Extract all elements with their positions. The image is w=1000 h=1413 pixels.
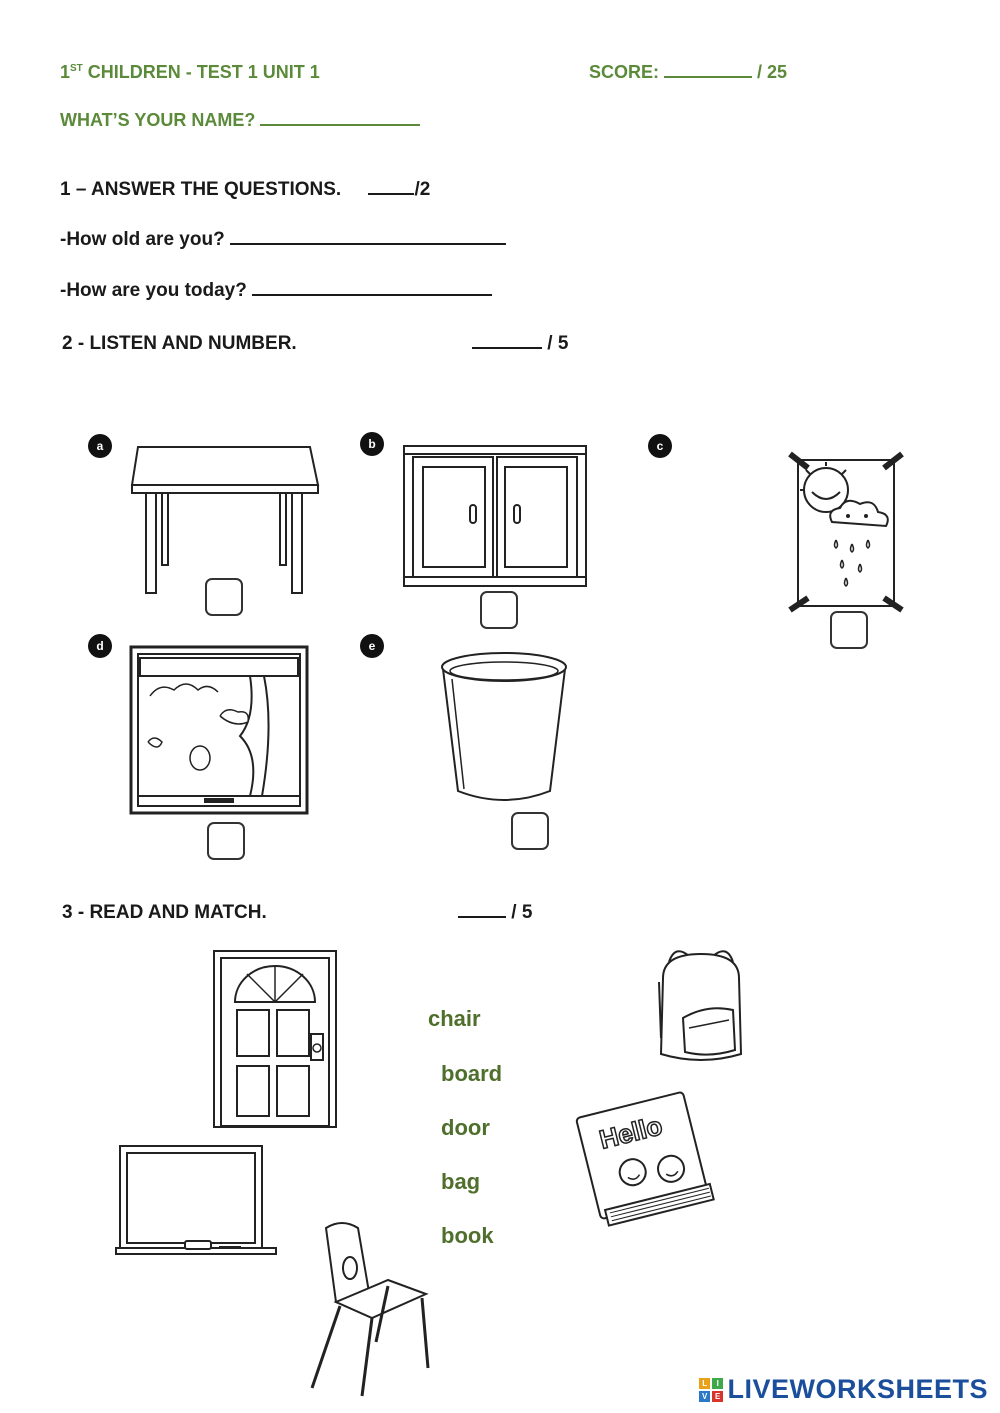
answer-age-blank[interactable] xyxy=(229,243,506,245)
name-blank[interactable] xyxy=(260,124,421,126)
section1-title: 1 – ANSWER THE QUESTIONS. xyxy=(60,179,342,200)
logo-tile-l: L xyxy=(699,1377,711,1389)
liveworksheets-logo: L I V E LIVEWORKSHEETS xyxy=(699,1374,988,1405)
word-book[interactable]: book xyxy=(441,1223,494,1248)
badge-c: c xyxy=(648,434,672,458)
word-door[interactable]: door xyxy=(441,1115,490,1140)
logo-tile-e: E xyxy=(712,1390,724,1402)
badge-d: d xyxy=(88,634,112,658)
poster-icon xyxy=(788,451,904,613)
cupboard-icon xyxy=(403,445,587,587)
table-icon xyxy=(130,446,320,594)
title-superscript: ST xyxy=(70,63,83,74)
question-feeling-text: -How are you today? xyxy=(60,280,247,301)
logo-tiles-icon: L I V E xyxy=(699,1377,724,1402)
word-bag[interactable]: bag xyxy=(441,1169,481,1194)
section2-title: 2 - LISTEN AND NUMBER. xyxy=(62,333,297,354)
section3-heading: 3 - READ AND MATCH. xyxy=(62,902,267,924)
section2-score: / 5 xyxy=(472,333,568,355)
answer-box-b[interactable] xyxy=(480,591,518,629)
section2-score-blank[interactable] xyxy=(472,347,542,349)
section3-score: / 5 xyxy=(458,902,532,924)
score-label: SCORE: xyxy=(589,62,660,82)
badge-b: b xyxy=(360,432,384,456)
title-number: 1 xyxy=(60,62,71,82)
section2-heading: 2 - LISTEN AND NUMBER. xyxy=(62,333,297,355)
logo-tile-i: I xyxy=(712,1377,724,1389)
section3-score-blank[interactable] xyxy=(458,916,506,918)
door-icon[interactable] xyxy=(213,950,337,1128)
score-blank[interactable] xyxy=(664,76,753,78)
question-age: -How old are you? xyxy=(60,229,506,251)
question-feeling: -How are you today? xyxy=(60,280,493,302)
book-icon[interactable]: Hello xyxy=(573,1088,723,1227)
logo-text: LIVEWORKSHEETS xyxy=(727,1374,988,1404)
answer-box-d[interactable] xyxy=(207,822,245,860)
section1-score-blank[interactable] xyxy=(368,193,415,195)
section1-heading: 1 – ANSWER THE QUESTIONS. /2 xyxy=(60,179,430,201)
badge-a: a xyxy=(88,434,112,458)
answer-box-e[interactable] xyxy=(511,812,549,850)
score-total: / 25 xyxy=(757,62,788,82)
score-line: SCORE: / 25 xyxy=(589,62,787,83)
section2-points: / 5 xyxy=(547,333,569,354)
answer-box-a[interactable] xyxy=(205,578,243,616)
answer-feeling-blank[interactable] xyxy=(252,294,493,296)
logo-tile-v: V xyxy=(699,1390,711,1402)
test-title: 1ST CHILDREN - TEST 1 UNIT 1 xyxy=(60,62,320,83)
question-age-text: -How old are you? xyxy=(60,229,225,250)
word-chair[interactable]: chair xyxy=(428,1006,481,1031)
chair-icon[interactable] xyxy=(306,1218,434,1400)
word-board[interactable]: board xyxy=(441,1061,503,1086)
title-text: CHILDREN - TEST 1 UNIT 1 xyxy=(82,62,320,82)
name-line: WHAT’S YOUR NAME? xyxy=(60,110,421,131)
section3-points: / 5 xyxy=(511,902,533,923)
name-label: WHAT’S YOUR NAME? xyxy=(60,110,256,130)
badge-e: e xyxy=(360,634,384,658)
bin-icon xyxy=(441,652,567,801)
section3-title: 3 - READ AND MATCH. xyxy=(62,902,267,923)
bag-icon[interactable] xyxy=(655,942,747,1066)
board-icon[interactable] xyxy=(115,1145,277,1257)
window-icon xyxy=(129,645,309,815)
answer-box-c[interactable] xyxy=(830,611,868,649)
section1-points: /2 xyxy=(414,179,431,200)
